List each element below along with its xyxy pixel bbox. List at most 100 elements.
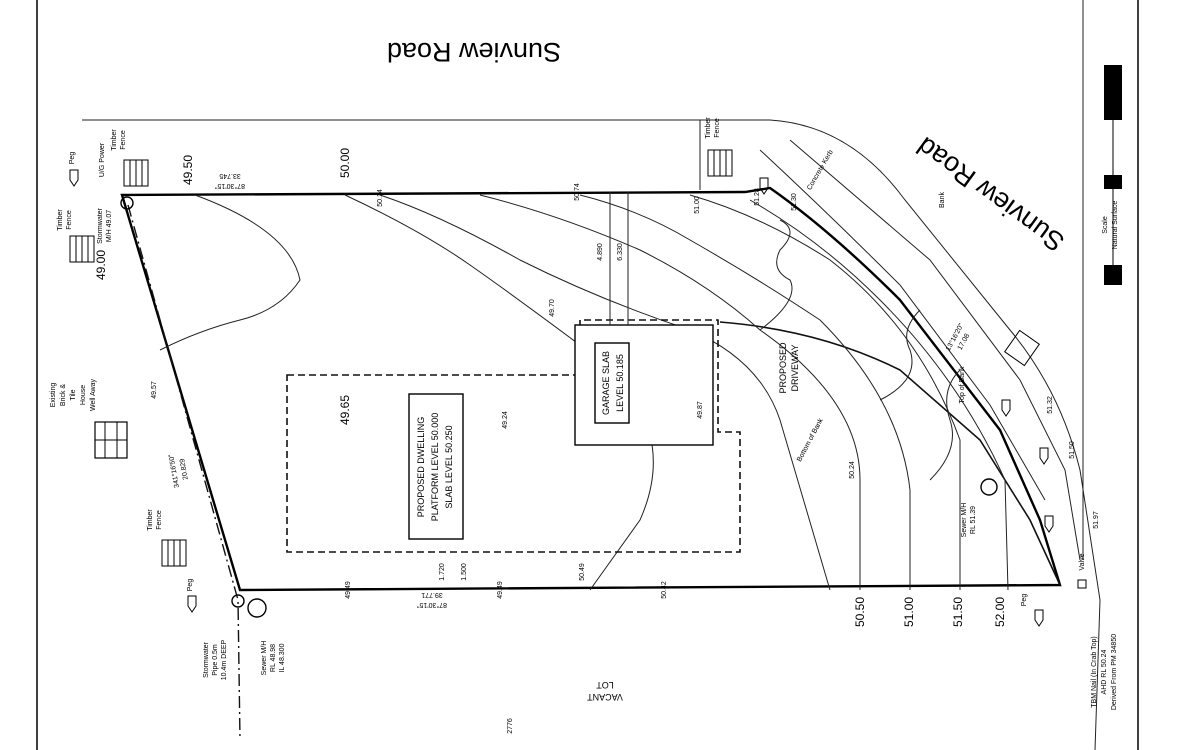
svg-text:Timber: Timber bbox=[705, 117, 712, 139]
svg-text:52.00: 52.00 bbox=[993, 597, 1007, 627]
svg-text:50.74: 50.74 bbox=[574, 183, 581, 201]
svg-text:51.30: 51.30 bbox=[791, 193, 798, 211]
svg-text:Existing: Existing bbox=[50, 383, 57, 408]
svg-text:Timber: Timber bbox=[147, 509, 154, 531]
stormwater-label: Stormwater M/H 49.07 bbox=[97, 207, 113, 243]
spot-level: 51.30 bbox=[791, 193, 798, 211]
bank-wave-3 bbox=[929, 369, 961, 481]
spot-level: 50.24 bbox=[849, 461, 856, 479]
timber-fence-icon-right bbox=[1004, 329, 1040, 367]
spot-level: 49.49 bbox=[497, 581, 504, 599]
svg-text:51.28: 51.28 bbox=[754, 188, 761, 206]
svg-text:VACANT: VACANT bbox=[587, 692, 623, 702]
peg-icon-right-1 bbox=[1001, 399, 1011, 417]
timber-fence-label-bottom-left: Timber Fence bbox=[147, 509, 163, 531]
legend-text: Scale Natural Surface bbox=[1102, 201, 1119, 250]
svg-text:Fence: Fence bbox=[156, 510, 163, 530]
vacant-lot-label: VACANT LOT bbox=[587, 680, 623, 702]
sewer-manhole-icon-bottom bbox=[231, 594, 245, 608]
svg-text:House: House bbox=[80, 385, 87, 405]
lot-number: 2776 bbox=[507, 718, 514, 734]
svg-text:50.42: 50.42 bbox=[661, 581, 668, 599]
svg-text:Well Away: Well Away bbox=[90, 378, 97, 411]
svg-text:1.720: 1.720 bbox=[439, 563, 446, 581]
spot-level: 50.14 bbox=[377, 189, 384, 207]
svg-text:Scale: Scale bbox=[1102, 216, 1109, 234]
svg-text:LEVEL 50.185: LEVEL 50.185 bbox=[615, 354, 625, 412]
svg-text:4.890: 4.890 bbox=[597, 243, 604, 261]
driveway-edge bbox=[719, 321, 1061, 586]
svg-text:50.50: 50.50 bbox=[853, 597, 867, 627]
contour-49-50 bbox=[344, 194, 654, 591]
contour-49-00 bbox=[159, 194, 301, 351]
svg-text:DRIVEWAY: DRIVEWAY bbox=[790, 344, 800, 391]
offset-dimension-2: 1.500 bbox=[461, 563, 468, 581]
svg-text:AHD RL 50.24: AHD RL 50.24 bbox=[1101, 649, 1108, 694]
svg-text:87°30'15": 87°30'15" bbox=[214, 182, 244, 190]
svg-text:49.24: 49.24 bbox=[502, 411, 509, 429]
svg-text:SLAB LEVEL 50.250: SLAB LEVEL 50.250 bbox=[444, 425, 454, 508]
svg-text:PROPOSED: PROPOSED bbox=[778, 342, 788, 394]
svg-text:TBM Nail (In Crab Top): TBM Nail (In Crab Top) bbox=[1091, 636, 1098, 707]
valve-icon bbox=[1077, 579, 1087, 589]
svg-text:51.97: 51.97 bbox=[1093, 511, 1100, 529]
svg-text:Concrete Kerb: Concrete Kerb bbox=[806, 149, 835, 192]
width-dimension-upper: 4.890 bbox=[597, 243, 604, 261]
kerb-line-inner bbox=[789, 139, 1081, 561]
spot-level: 50.74 bbox=[574, 183, 581, 201]
svg-text:49.57: 49.57 bbox=[151, 381, 158, 399]
dwelling-label: PROPOSED DWELLING PLATFORM LEVEL 50.000 … bbox=[408, 393, 464, 540]
garage-label: GARAGE SLAB LEVEL 50.185 bbox=[594, 342, 630, 424]
svg-text:Sewer M/H: Sewer M/H bbox=[961, 503, 968, 538]
stormwater-easement-line bbox=[127, 204, 241, 741]
contour-label-51-50: 51.50 bbox=[951, 597, 965, 627]
contour-label-50-00: 50.00 bbox=[338, 148, 352, 178]
svg-text:1.500: 1.500 bbox=[461, 563, 468, 581]
svg-text:PROPOSED DWELLING: PROPOSED DWELLING bbox=[416, 417, 426, 518]
top-boundary-bearing: 87°30'15" 33.745 bbox=[214, 172, 244, 190]
svg-text:50.00: 50.00 bbox=[338, 148, 352, 178]
svg-text:Sunview Road: Sunview Road bbox=[387, 37, 561, 67]
contour-label-50-50: 50.50 bbox=[853, 597, 867, 627]
peg-label-bottom-left: Peg bbox=[187, 579, 194, 592]
peg-icon-bottom-left bbox=[187, 595, 197, 613]
svg-text:39.771: 39.771 bbox=[421, 591, 443, 598]
svg-text:Fence: Fence bbox=[714, 118, 721, 138]
top-of-bank-label: Top of Bank bbox=[959, 366, 966, 403]
driveway-label: PROPOSED DRIVEWAY bbox=[778, 342, 800, 394]
svg-text:Valve: Valve bbox=[1079, 553, 1086, 570]
svg-text:U/G Power: U/G Power bbox=[99, 142, 106, 177]
svg-text:IL 48.300: IL 48.300 bbox=[279, 643, 286, 672]
width-dimension-lower: 6.330 bbox=[617, 243, 624, 261]
svg-text:Top of Bank: Top of Bank bbox=[959, 366, 966, 403]
contour-label-49-00: 49.00 bbox=[94, 250, 108, 280]
timber-fence-icon-left bbox=[69, 235, 95, 263]
peg-icon-right-4 bbox=[1034, 609, 1044, 627]
spot-level: 49.24 bbox=[502, 411, 509, 429]
spot-level: 51.97 bbox=[1093, 511, 1100, 529]
svg-text:Sewer M/H: Sewer M/H bbox=[261, 641, 268, 676]
peg-label-top-left: Peg bbox=[69, 152, 76, 165]
contour-label-51-00: 51.00 bbox=[902, 597, 916, 627]
top-of-bank-line bbox=[759, 149, 1046, 501]
svg-text:49.00: 49.00 bbox=[94, 250, 108, 280]
svg-text:49.65: 49.65 bbox=[338, 395, 352, 425]
svg-text:Tile: Tile bbox=[70, 389, 77, 400]
sewer-manhole-label-road: Sewer M/H RL 51.39 bbox=[961, 503, 977, 538]
contour-50-50 bbox=[479, 194, 861, 590]
peg-icon-right-2 bbox=[1039, 447, 1049, 465]
timber-fence-icon-bottom-left bbox=[161, 539, 187, 567]
svg-text:341°16'50": 341°16'50" bbox=[167, 453, 181, 488]
contour-52-00 bbox=[749, 199, 1009, 591]
contour-51-00 bbox=[579, 194, 911, 590]
left-boundary-bearing: 341°16'50" 20.829 bbox=[167, 453, 190, 488]
existing-house-icon bbox=[94, 421, 128, 459]
spot-level: 49.57 bbox=[151, 381, 158, 399]
svg-text:Peg: Peg bbox=[1021, 594, 1028, 607]
timber-fence-icon-top-right bbox=[707, 149, 733, 177]
svg-text:Derived From PM 34850: Derived From PM 34850 bbox=[1111, 634, 1118, 710]
spot-level: 50.42 bbox=[661, 581, 668, 599]
sewer-manhole-icon-road bbox=[980, 478, 998, 496]
spot-level: 49.65 bbox=[338, 395, 352, 425]
svg-text:49.50: 49.50 bbox=[181, 155, 195, 185]
